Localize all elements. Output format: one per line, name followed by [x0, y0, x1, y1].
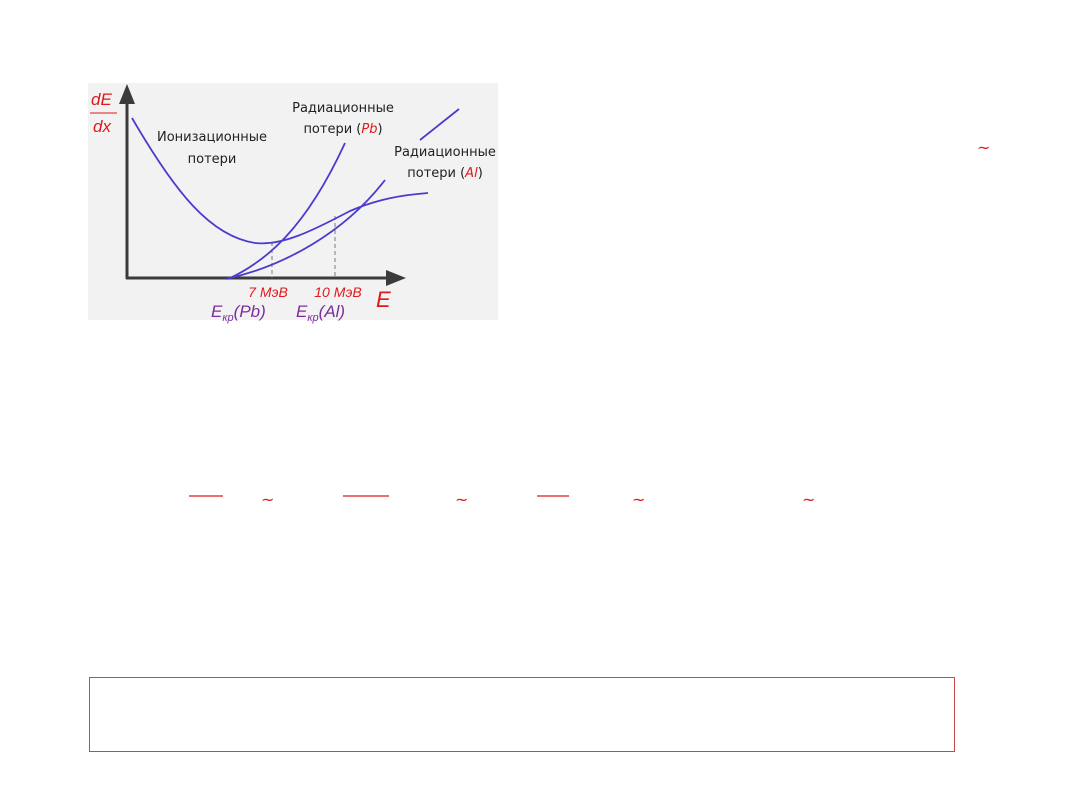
formula-tilde-3: ~ — [632, 490, 645, 509]
ionization-curve — [131, 117, 429, 245]
ionization-label-line2: потери — [188, 152, 237, 167]
critical-energy-al-value: 10 МэВ — [314, 284, 362, 300]
critical-energy-al-symbol: Eкр(Al) — [296, 302, 345, 324]
radiation-al-curve — [225, 179, 386, 280]
y-axis-arrow-icon — [119, 84, 135, 104]
highlight-box — [89, 677, 955, 752]
y-axis-numerator: dE — [91, 90, 112, 109]
critical-energy-pb-symbol: Eкр(Pb) — [211, 302, 266, 324]
top-right-tilde: ~ — [977, 138, 990, 157]
radiation-al-label-line2: потери (Al) — [407, 166, 483, 181]
formula-tilde-1: ~ — [261, 490, 274, 509]
radiation-al-curve-upper — [419, 108, 460, 141]
diagram-panel — [88, 83, 498, 320]
critical-energy-pb-value: 7 МэВ — [248, 284, 288, 300]
x-axis-arrow-icon — [386, 270, 406, 286]
radiation-pb-label-line2: потери (Pb) — [303, 122, 382, 137]
radiation-al-label-line1: Радиационные — [394, 145, 496, 160]
formula-tilde-4: ~ — [802, 490, 815, 509]
radiation-pb-label-line1: Радиационные — [292, 101, 394, 116]
x-axis-label: E — [376, 287, 391, 312]
y-axis-denominator: dx — [93, 117, 111, 136]
radiation-pb-curve — [227, 142, 346, 280]
ionization-label-line1: Ионизационные — [157, 130, 267, 145]
formula-tilde-2: ~ — [455, 490, 468, 509]
